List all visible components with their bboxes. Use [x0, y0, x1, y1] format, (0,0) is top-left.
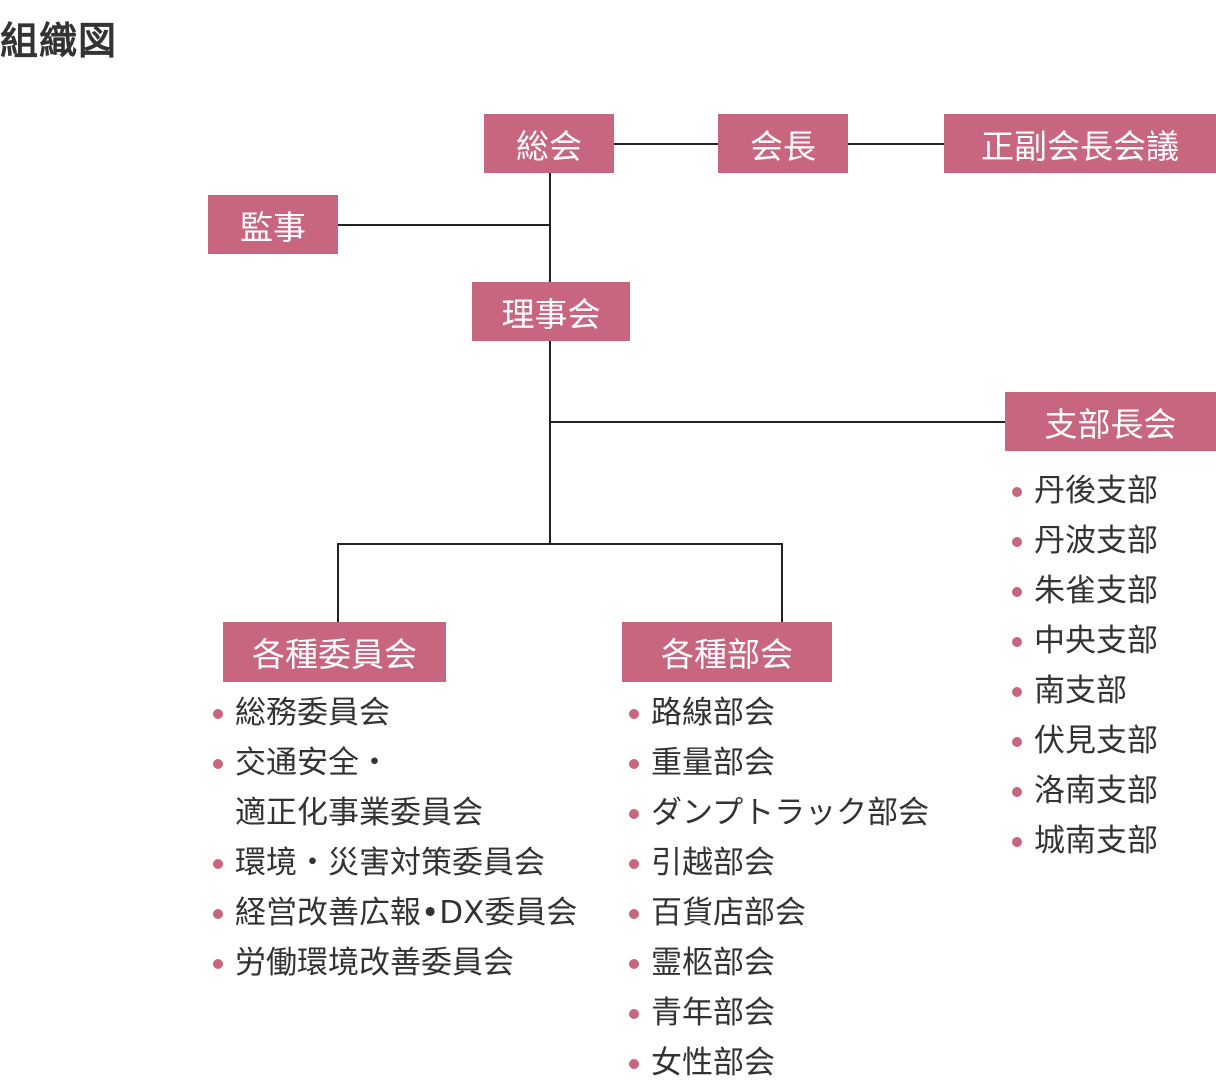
connector-kaichou-seifuku [847, 143, 945, 145]
node-seifuku-kaichou-kaigi: 正副会長会議 [944, 114, 1216, 173]
node-kakushu-bukai: 各種部会 [622, 622, 832, 682]
list-item: 丹波支部 [1012, 516, 1158, 566]
list-item: 総務委員会 [213, 688, 577, 738]
connector-iinkai [337, 543, 339, 623]
list-item: 労働環境改善委員会 [213, 938, 577, 988]
list-item: 百貨店部会 [629, 888, 929, 938]
list-item: 交通安全・ [213, 738, 577, 788]
list-item: 霊柩部会 [629, 938, 929, 988]
list-item: 女性部会 [629, 1038, 929, 1088]
connector-horizontal-split [337, 543, 783, 545]
connector-soukai-kaichou [613, 143, 719, 145]
connector-soukai-rijikai [549, 173, 551, 283]
list-item: 環境・災害対策委員会 [213, 838, 577, 888]
node-shibuchoukai: 支部長会 [1005, 392, 1216, 451]
list-item: 丹後支部 [1012, 466, 1158, 516]
connector-kanji [337, 224, 550, 226]
list-item: 中央支部 [1012, 616, 1158, 666]
node-soukai: 総会 [484, 114, 614, 173]
list-item: 路線部会 [629, 688, 929, 738]
list-item: 経営改善広報•DX委員会 [213, 888, 577, 938]
list-item-continuation: 適正化事業委員会 [235, 795, 483, 831]
node-kakushu-iinkai: 各種委員会 [223, 622, 446, 682]
list-item: 朱雀支部 [1012, 566, 1158, 616]
list-item: ダンプトラック部会 [629, 788, 929, 838]
list-item: 引越部会 [629, 838, 929, 888]
node-kaichou: 会長 [718, 114, 848, 173]
list-item: 城南支部 [1012, 816, 1158, 866]
connector-rijikai-down [549, 341, 551, 544]
node-kanji: 監事 [208, 195, 338, 254]
division-list: 路線部会 重量部会 ダンプトラック部会 引越部会 百貨店部会 霊柩部会 青年部会… [629, 688, 929, 1088]
list-item: 南支部 [1012, 666, 1158, 716]
connector-shibuchoukai [550, 421, 1006, 423]
committee-list: 総務委員会 交通安全・ 適正化事業委員会 環境・災害対策委員会 経営改善広報•D… [213, 688, 577, 988]
node-rijikai: 理事会 [472, 282, 630, 341]
list-item: 伏見支部 [1012, 716, 1158, 766]
branch-list: 丹後支部 丹波支部 朱雀支部 中央支部 南支部 伏見支部 洛南支部 城南支部 [1012, 466, 1158, 866]
page-title: 組織図 [0, 19, 118, 63]
connector-bukai [781, 543, 783, 623]
list-item: 重量部会 [629, 738, 929, 788]
list-item: 青年部会 [629, 988, 929, 1038]
list-item: 洛南支部 [1012, 766, 1158, 816]
